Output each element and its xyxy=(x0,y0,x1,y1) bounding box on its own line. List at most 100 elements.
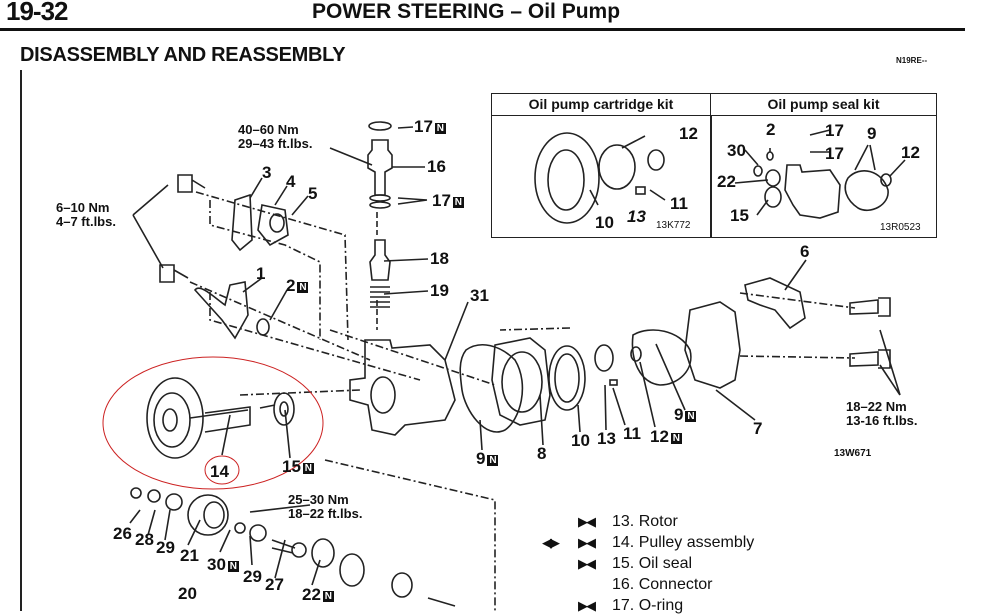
legend-text: 13. Rotor xyxy=(612,513,678,530)
torque-ftlbs: 29–43 ft.lbs. xyxy=(238,135,313,151)
pulley-hub xyxy=(162,408,178,432)
callout-7: 7 xyxy=(753,419,763,438)
callout-10: 10 xyxy=(571,431,590,450)
legend-item: ▶◀ 17. O-ring xyxy=(578,595,754,616)
new-part-mark: N xyxy=(487,455,499,466)
leader-line xyxy=(132,184,169,269)
service-symbol-icon: ▶◀ xyxy=(578,556,596,571)
kit-cam-ring xyxy=(534,132,600,224)
service-symbol-icon: ▶◀ xyxy=(578,535,596,550)
washer-29 xyxy=(165,493,183,511)
left-margin-rule xyxy=(20,70,22,611)
seal-figure-code: 13R0523 xyxy=(880,222,921,233)
legend-item: ▶◀ 15. Oil seal xyxy=(578,553,754,574)
legend-text: 16. Connector xyxy=(612,576,713,593)
bracket-6 xyxy=(744,277,806,330)
new-part-mark: N xyxy=(297,282,309,293)
kit-oil-seal xyxy=(764,186,782,208)
body-8 xyxy=(491,337,551,426)
callout-8: 8 xyxy=(537,444,547,463)
parts-legend: ▶◀13. Rotor ◀▶▶◀14. Pulley assembly ▶◀15… xyxy=(542,511,754,616)
new-part-mark: N xyxy=(227,561,239,572)
kit-callout-15: 15 xyxy=(730,206,749,225)
pulley-mid xyxy=(153,392,191,448)
callout-29a: 29 xyxy=(156,538,175,557)
vane-11 xyxy=(609,379,618,386)
callout-19: 19 xyxy=(430,281,449,300)
gasket-9 xyxy=(459,344,524,433)
legend-text: 17. O-ring xyxy=(612,597,684,614)
spring-plug-23 xyxy=(339,553,365,587)
page-header-title: POWER STEERING – Oil Pump xyxy=(312,0,621,23)
highlight-ellipse xyxy=(102,356,324,490)
torque-bracket-bolts: 6–10 Nm 4–7 ft.lbs. xyxy=(56,201,116,228)
bracket-3 xyxy=(231,193,253,252)
legend-item: 16. Connector xyxy=(578,574,754,595)
torque-nm: 40–60 Nm xyxy=(238,122,299,137)
centerline xyxy=(324,459,496,611)
kit-callout-10: 10 xyxy=(595,213,614,232)
kit-leader-line xyxy=(589,129,906,216)
callout-13: 13 xyxy=(597,429,616,448)
kit-snap-ring-12 xyxy=(880,173,892,187)
header-rule xyxy=(0,28,965,31)
new-part-mark: N xyxy=(322,591,334,602)
callout-number: 9 xyxy=(674,405,684,424)
pin-27 xyxy=(271,539,296,554)
new-part-mark: N xyxy=(452,197,464,208)
kit-callout-30: 30 xyxy=(727,141,746,160)
callout-6: 6 xyxy=(800,242,810,261)
callout-number: 30 xyxy=(207,555,226,574)
callout-number: 17 xyxy=(432,191,451,210)
centerline xyxy=(189,281,421,381)
new-part-mark: N xyxy=(302,463,314,474)
callout-26: 26 xyxy=(113,524,132,543)
callout-31: 31 xyxy=(470,286,489,305)
kit-callout-13: 13 xyxy=(627,207,646,226)
removal-symbol-icon: ◀▶ xyxy=(542,535,560,550)
torque-plug: 25–30 Nm 18–22 ft.lbs. xyxy=(288,493,362,520)
callout-14-highlighted: 14 xyxy=(210,462,229,481)
connector-16 xyxy=(367,139,393,196)
callout-number: 9 xyxy=(476,449,486,468)
service-symbol-icon: ▶◀ xyxy=(578,598,596,613)
kit-callout-12: 12 xyxy=(679,124,698,143)
spring-19 xyxy=(370,286,390,308)
o-ring-2 xyxy=(256,318,270,336)
oil-seal-15 xyxy=(273,392,295,426)
kit-table: Oil pump cartridge kit Oil pump seal kit xyxy=(491,93,937,238)
o-ring-17-top xyxy=(368,121,392,131)
bolt-lower xyxy=(159,264,189,283)
pump-body-31 xyxy=(349,339,456,436)
o-ring-30 xyxy=(234,522,246,534)
kit-snap-ring xyxy=(647,149,665,171)
kit-o-ring-30 xyxy=(753,165,763,177)
cover-7 xyxy=(684,301,741,389)
new-part-mark: N xyxy=(434,123,446,134)
legend-text: 15. Oil seal xyxy=(612,555,693,572)
leader-line xyxy=(444,259,807,421)
bolt-upper xyxy=(177,174,206,193)
leader-line xyxy=(129,504,321,586)
highlight-circle-14 xyxy=(204,455,240,485)
callout-number: 22 xyxy=(302,585,321,604)
flow-control-valve-18 xyxy=(369,239,391,281)
callout-3: 3 xyxy=(262,163,272,182)
kit-callout-11: 11 xyxy=(670,194,688,213)
kit-callout-9: 9 xyxy=(867,124,877,143)
pulley-shaft xyxy=(204,406,251,433)
plate-4 xyxy=(257,204,289,247)
bolt-cover-lower xyxy=(849,349,891,369)
callout-28: 28 xyxy=(135,530,154,549)
callout-4: 4 xyxy=(286,172,296,191)
page-number: 19-32 xyxy=(6,0,68,26)
pulley-outer xyxy=(146,377,204,459)
torque-cover-bolts: 18–22 Nm 13-16 ft.lbs. xyxy=(846,400,918,427)
o-ring-9 xyxy=(631,329,692,386)
washer-29b xyxy=(249,524,267,542)
